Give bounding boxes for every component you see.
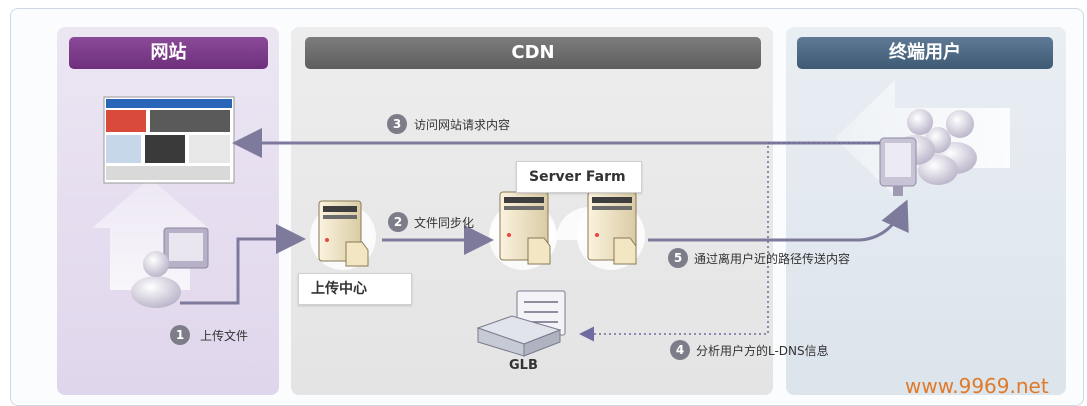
website-screenshot-image — [103, 96, 235, 184]
step5-label: 通过离用户近的路径传送内容 — [694, 252, 851, 266]
cdn-header: CDN — [305, 37, 761, 69]
step1-label: 上传文件 — [200, 329, 249, 343]
step5-arrow — [648, 199, 909, 242]
upload-center-server-icon — [310, 200, 376, 270]
end-user-panel — [786, 27, 1066, 395]
website-header: 网站 — [69, 37, 268, 69]
upload-center-tag: 上传中心 — [298, 273, 412, 305]
step4-label: 分析用户方的L-DNS信息 — [696, 344, 829, 358]
step1-badge: 1 — [170, 325, 190, 345]
server-farm-label: Server Farm — [529, 169, 626, 185]
glb-device-icon — [476, 290, 566, 357]
step3-badge: 3 — [387, 114, 407, 134]
step2-label: 文件同步化 — [414, 216, 475, 230]
glb-label: GLB — [509, 358, 538, 373]
step2-badge: 2 — [388, 212, 408, 232]
step5-badge: 5 — [668, 248, 688, 268]
step4-badge: 4 — [670, 340, 690, 360]
step4-dotted-arrow — [579, 142, 880, 342]
end-user-group-icon — [879, 109, 977, 196]
step3-label: 访问网站请求内容 — [414, 118, 511, 132]
watermark-text: www.9969.net — [905, 374, 1049, 398]
step1-arrow — [180, 224, 306, 305]
upload-center-label: 上传中心 — [311, 281, 367, 297]
server-farm-servers-icon — [489, 191, 645, 270]
website-user-person-icon — [131, 227, 209, 308]
end-user-header: 终端用户 — [797, 37, 1053, 69]
server-farm-tag: Server Farm — [516, 161, 642, 193]
